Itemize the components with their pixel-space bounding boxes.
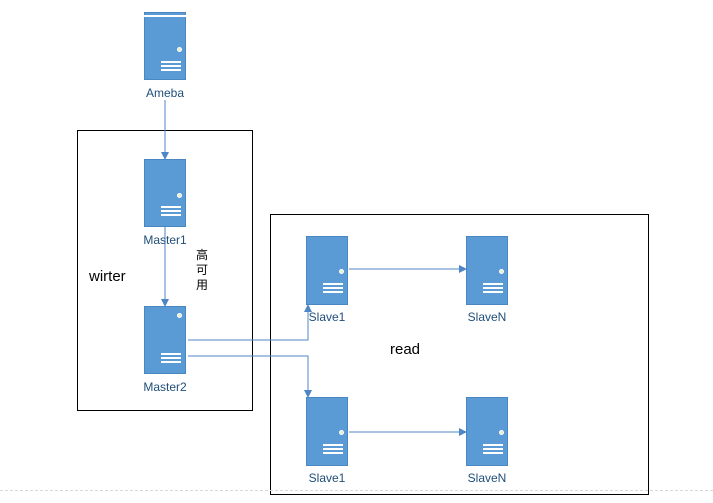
slaven-top-server-icon [466, 236, 508, 305]
arrow-master2-slave1-top [188, 304, 312, 341]
page-divider [0, 490, 713, 491]
master1-label: Master1 [143, 233, 187, 247]
slaven-bottom-label: SlaveN [467, 471, 507, 485]
master2-label: Master2 [143, 380, 187, 394]
slaven-top-label: SlaveN [467, 310, 507, 324]
master1-server-icon [144, 159, 186, 227]
high-availability-label: 高可用 [195, 248, 208, 292]
slaven-bottom-server-icon [466, 397, 508, 466]
slave1-top-label: Slave1 [308, 310, 346, 324]
slave1-bottom-server-icon [306, 397, 348, 466]
ameba-label: Ameba [145, 86, 185, 100]
arrow-master2-slave1-bottom [188, 355, 312, 398]
ameba-server-icon [144, 12, 186, 80]
master2-server-icon [144, 306, 186, 374]
slave1-bottom-label: Slave1 [308, 471, 346, 485]
read-group-label: read [390, 341, 421, 358]
writer-group-label: wirter [89, 268, 126, 285]
read-group-box [270, 214, 649, 495]
slave1-top-server-icon [306, 236, 348, 305]
